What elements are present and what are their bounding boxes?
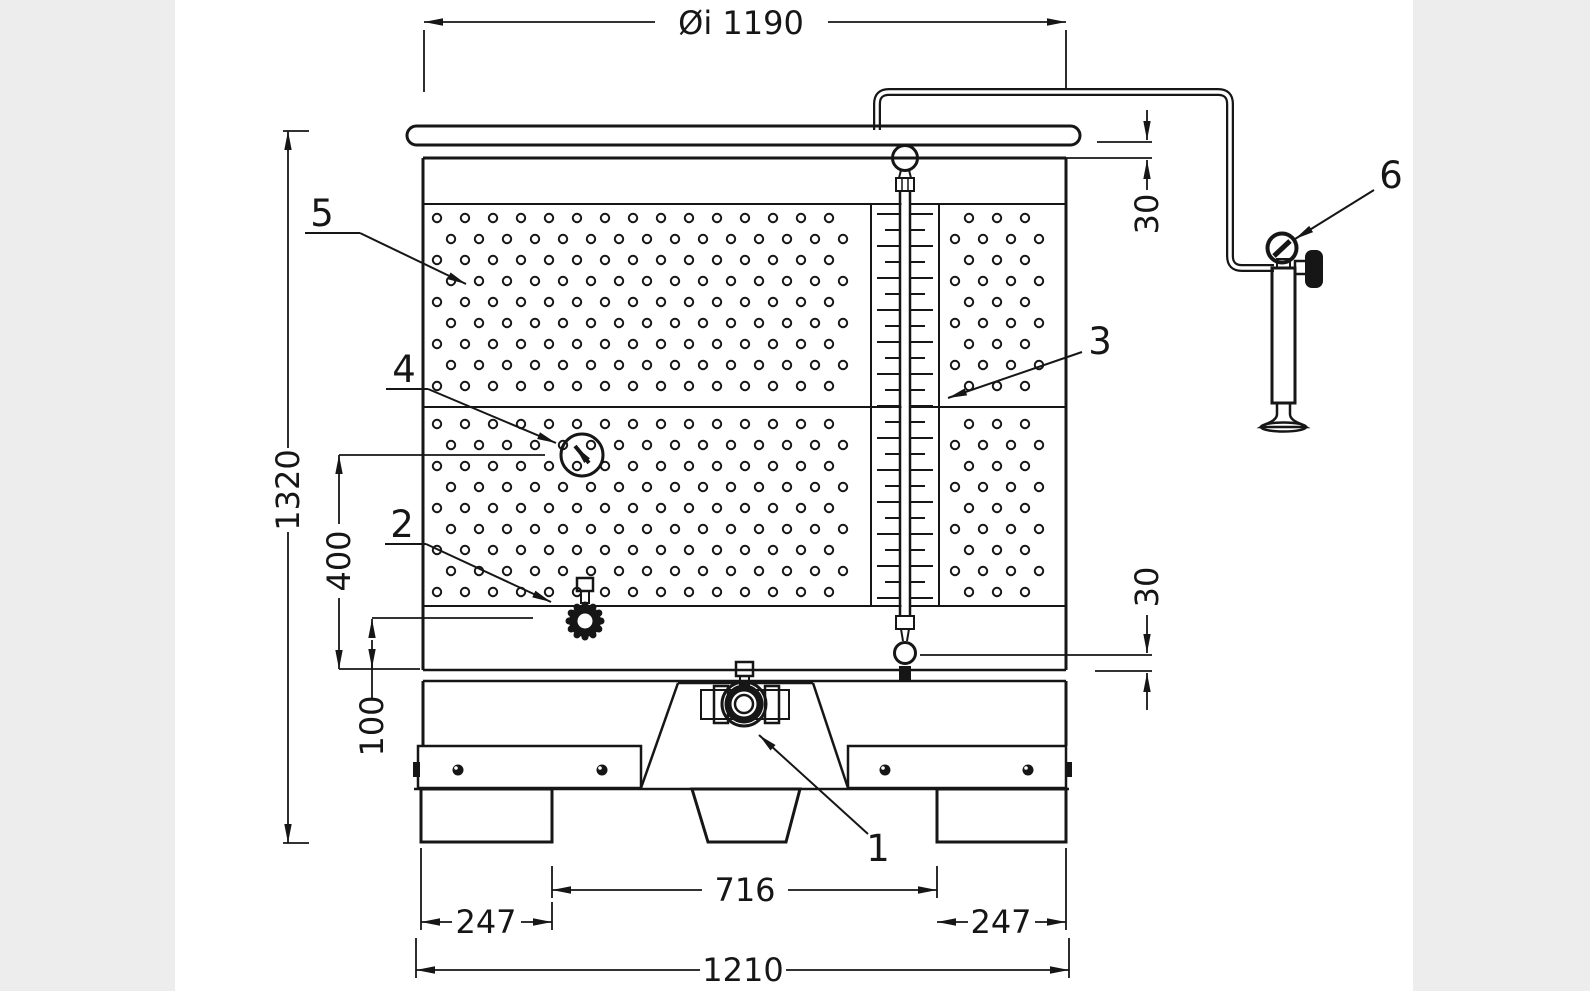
thermometer-dial [559, 432, 605, 478]
dim-247-right: 247 [937, 848, 1067, 941]
outlet-valve [700, 660, 790, 728]
dim-label-247-left: 247 [455, 903, 516, 941]
callout-label-3: 3 [1088, 320, 1112, 363]
callout-label-4: 4 [392, 348, 416, 391]
callout-5: 5 [305, 192, 467, 285]
callout-label-5: 5 [310, 192, 334, 235]
dim-label-100: 100 [353, 695, 391, 756]
foot-right [935, 787, 1068, 844]
dim-label-total-height: 1320 [269, 449, 307, 530]
bolt-holes [452, 764, 1034, 776]
dim-1210: 1210 [415, 938, 1070, 989]
dim-247-left: 247 [420, 848, 553, 941]
paper [175, 0, 1413, 991]
pump-knob [1305, 250, 1323, 288]
floating-lid [405, 124, 1082, 147]
dim-100: 100 [353, 617, 533, 757]
foot-left [419, 787, 554, 844]
callout-2: 2 [385, 503, 552, 603]
air-line-pipe [873, 88, 1274, 272]
level-gauge [870, 144, 940, 680]
dim-label-30-top: 30 [1128, 194, 1166, 235]
callout-4: 4 [386, 348, 557, 444]
gauge-top-ball [891, 144, 919, 172]
sample-valve [565, 576, 605, 641]
dim-label-1210: 1210 [702, 951, 783, 989]
dim-inner-diameter: Øi 1190 [423, 4, 1067, 92]
dim-716: 716 [551, 866, 938, 909]
dimple-jacket-pattern [431, 212, 1045, 598]
dim-30-top: 30 [920, 110, 1166, 234]
callout-label-6: 6 [1379, 154, 1403, 197]
dim-400: 400 [320, 454, 545, 670]
foot-center [689, 787, 802, 844]
callout-3: 3 [947, 320, 1112, 399]
dim-total-height: 1320 [269, 130, 309, 844]
gauge-bottom-ball [893, 641, 917, 665]
callout-6: 6 [1294, 154, 1403, 240]
dim-label-247-right: 247 [970, 903, 1031, 941]
dim-label-716: 716 [714, 871, 775, 909]
air-pump [1256, 231, 1323, 433]
callout-label-2: 2 [390, 503, 414, 546]
callout-label-1: 1 [866, 827, 890, 870]
dim-label-400: 400 [320, 530, 358, 591]
dim-label-30-bottom: 30 [1128, 567, 1166, 608]
dim-label-inner-diameter: Øi 1190 [678, 4, 804, 42]
callout-1: 1 [758, 734, 890, 870]
tank-skirt-base [413, 681, 1072, 844]
dim-30-bottom: 30 [920, 567, 1166, 710]
pressure-gauge-icon [1265, 231, 1299, 265]
